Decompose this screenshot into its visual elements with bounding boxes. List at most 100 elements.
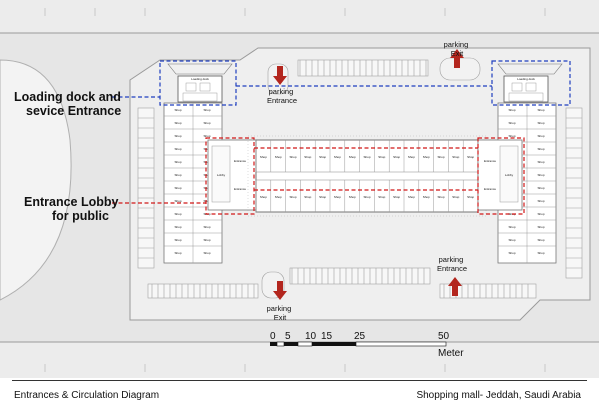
shop-label: Shop <box>508 238 515 242</box>
shop-label: Shop <box>423 195 430 199</box>
left-entrance-label-b: Entrance <box>234 187 246 191</box>
right-loading-dock-label: Loading dock <box>517 77 535 81</box>
central-mall: ShopShopShopShopShopShopShopShopShopShop… <box>247 135 487 217</box>
shop-label: Shop <box>174 199 181 203</box>
parking-entrance-bottom-line-1: parking <box>439 255 464 264</box>
shop-label: Shop <box>174 121 181 125</box>
road-markings <box>44 8 546 372</box>
shop-label: Shop <box>508 134 515 138</box>
shop-label: Shop <box>203 173 210 177</box>
shop-label: Shop <box>537 147 544 151</box>
shop-label: Shop <box>508 225 515 229</box>
shop-label: Shop <box>393 195 400 199</box>
parking-arrows <box>273 49 464 300</box>
shop-label: Shop <box>537 173 544 177</box>
loading-dock-line-2: sevice Entrance <box>26 104 121 118</box>
shop-label: Shop <box>289 195 296 199</box>
parking-entrance-top-line-2: Entrance <box>267 96 297 105</box>
right-entrance-label-b: Entrance <box>484 187 496 191</box>
entrance-lobby-line-1: Entrance Lobby <box>24 195 119 209</box>
parking-exit-bottom-line-2: Exit <box>274 313 287 322</box>
scale-tick-5: 5 <box>285 331 291 342</box>
parking-entrance-top-line-1: parking <box>269 87 294 96</box>
shop-label: Shop <box>452 195 459 199</box>
shop-label: Shop <box>203 147 210 151</box>
shop-label: Shop <box>508 251 515 255</box>
shop-label: Shop <box>363 195 370 199</box>
shop-label: Shop <box>203 199 210 203</box>
shop-label: Shop <box>437 155 444 159</box>
loading-dock-annotation: Loading dock and sevice Entrance <box>14 90 124 118</box>
parking-column-right <box>137 107 583 279</box>
entrance-lobby-annotation: Entrance Lobby for public <box>24 195 122 223</box>
entrance-lobby-line-2: for public <box>52 209 109 223</box>
arrow-down-icon <box>273 66 287 85</box>
shop-label: Shop <box>260 195 267 199</box>
arrow-up-icon <box>450 49 464 68</box>
scale-tick-25: 25 <box>354 331 366 342</box>
shop-label: Shop <box>537 225 544 229</box>
scale-tick-50: 50 <box>438 331 450 342</box>
shop-label: Shop <box>174 251 181 255</box>
right-lobby-label: Lobby <box>505 173 514 177</box>
shop-label: Shop <box>174 108 181 112</box>
scale-bar: 0 5 10 15 25 50 Meter <box>270 331 464 359</box>
scale-tick-15: 15 <box>321 331 333 342</box>
shop-label: Shop <box>319 155 326 159</box>
shop-label: Shop <box>467 195 474 199</box>
shop-label: Shop <box>363 155 370 159</box>
shop-label: Shop <box>467 155 474 159</box>
shop-label: Shop <box>423 155 430 159</box>
shop-label: Shop <box>537 121 544 125</box>
shop-label: Shop <box>203 160 210 164</box>
parking-exit-top-line-2: Exit <box>451 49 464 58</box>
parking-entrance-bottom-label: parking Entrance <box>437 255 467 273</box>
road-top <box>0 0 599 33</box>
parking-entrance-top-label: parking Entrance <box>267 87 297 105</box>
footer-divider <box>12 380 587 381</box>
left-loading-dock-label: Loading dock <box>191 77 209 81</box>
shop-label: Shop <box>508 121 515 125</box>
shop-label: Shop <box>334 195 341 199</box>
shop-label: Shop <box>203 134 210 138</box>
right-entrance-label-a: Entrance <box>484 159 496 163</box>
shop-label: Shop <box>319 195 326 199</box>
shop-label: Shop <box>349 155 356 159</box>
parking-row-top <box>267 57 481 95</box>
shop-label: Shop <box>537 212 544 216</box>
shop-label: Shop <box>289 155 296 159</box>
scale-tick-10: 10 <box>305 331 317 342</box>
shop-label: Shop <box>304 195 311 199</box>
parking-exit-bottom-line-1: parking <box>267 304 292 313</box>
shop-label: Shop <box>537 238 544 242</box>
landscape-left <box>0 59 72 301</box>
shop-label: Shop <box>174 186 181 190</box>
shop-label: Shop <box>537 186 544 190</box>
shop-label: Shop <box>537 251 544 255</box>
shop-label: Shop <box>452 155 459 159</box>
shop-label: Shop <box>203 108 210 112</box>
scale-tick-0: 0 <box>270 331 276 342</box>
shop-label: Shop <box>174 238 181 242</box>
shop-label: Shop <box>174 173 181 177</box>
shop-label: Shop <box>275 155 282 159</box>
footer-title: Entrances & Circulation Diagram <box>14 390 160 401</box>
shop-label: Shop <box>378 195 385 199</box>
shop-label: Shop <box>260 155 267 159</box>
shop-label: Shop <box>537 160 544 164</box>
shop-label: Shop <box>304 155 311 159</box>
shop-label: Shop <box>203 225 210 229</box>
shop-label: Shop <box>437 195 444 199</box>
shop-label: Shop <box>174 134 181 138</box>
shop-label: Shop <box>393 155 400 159</box>
shop-label: Shop <box>174 160 181 164</box>
arrow-down-icon <box>273 281 287 300</box>
loading-dock-line-1: Loading dock and <box>14 90 121 104</box>
loading-dock-highlight <box>112 60 571 106</box>
shop-label: Shop <box>537 199 544 203</box>
shop-label: Shop <box>349 195 356 199</box>
shop-label: Shop <box>275 195 282 199</box>
left-entrance-label-a: Entrance <box>234 159 246 163</box>
